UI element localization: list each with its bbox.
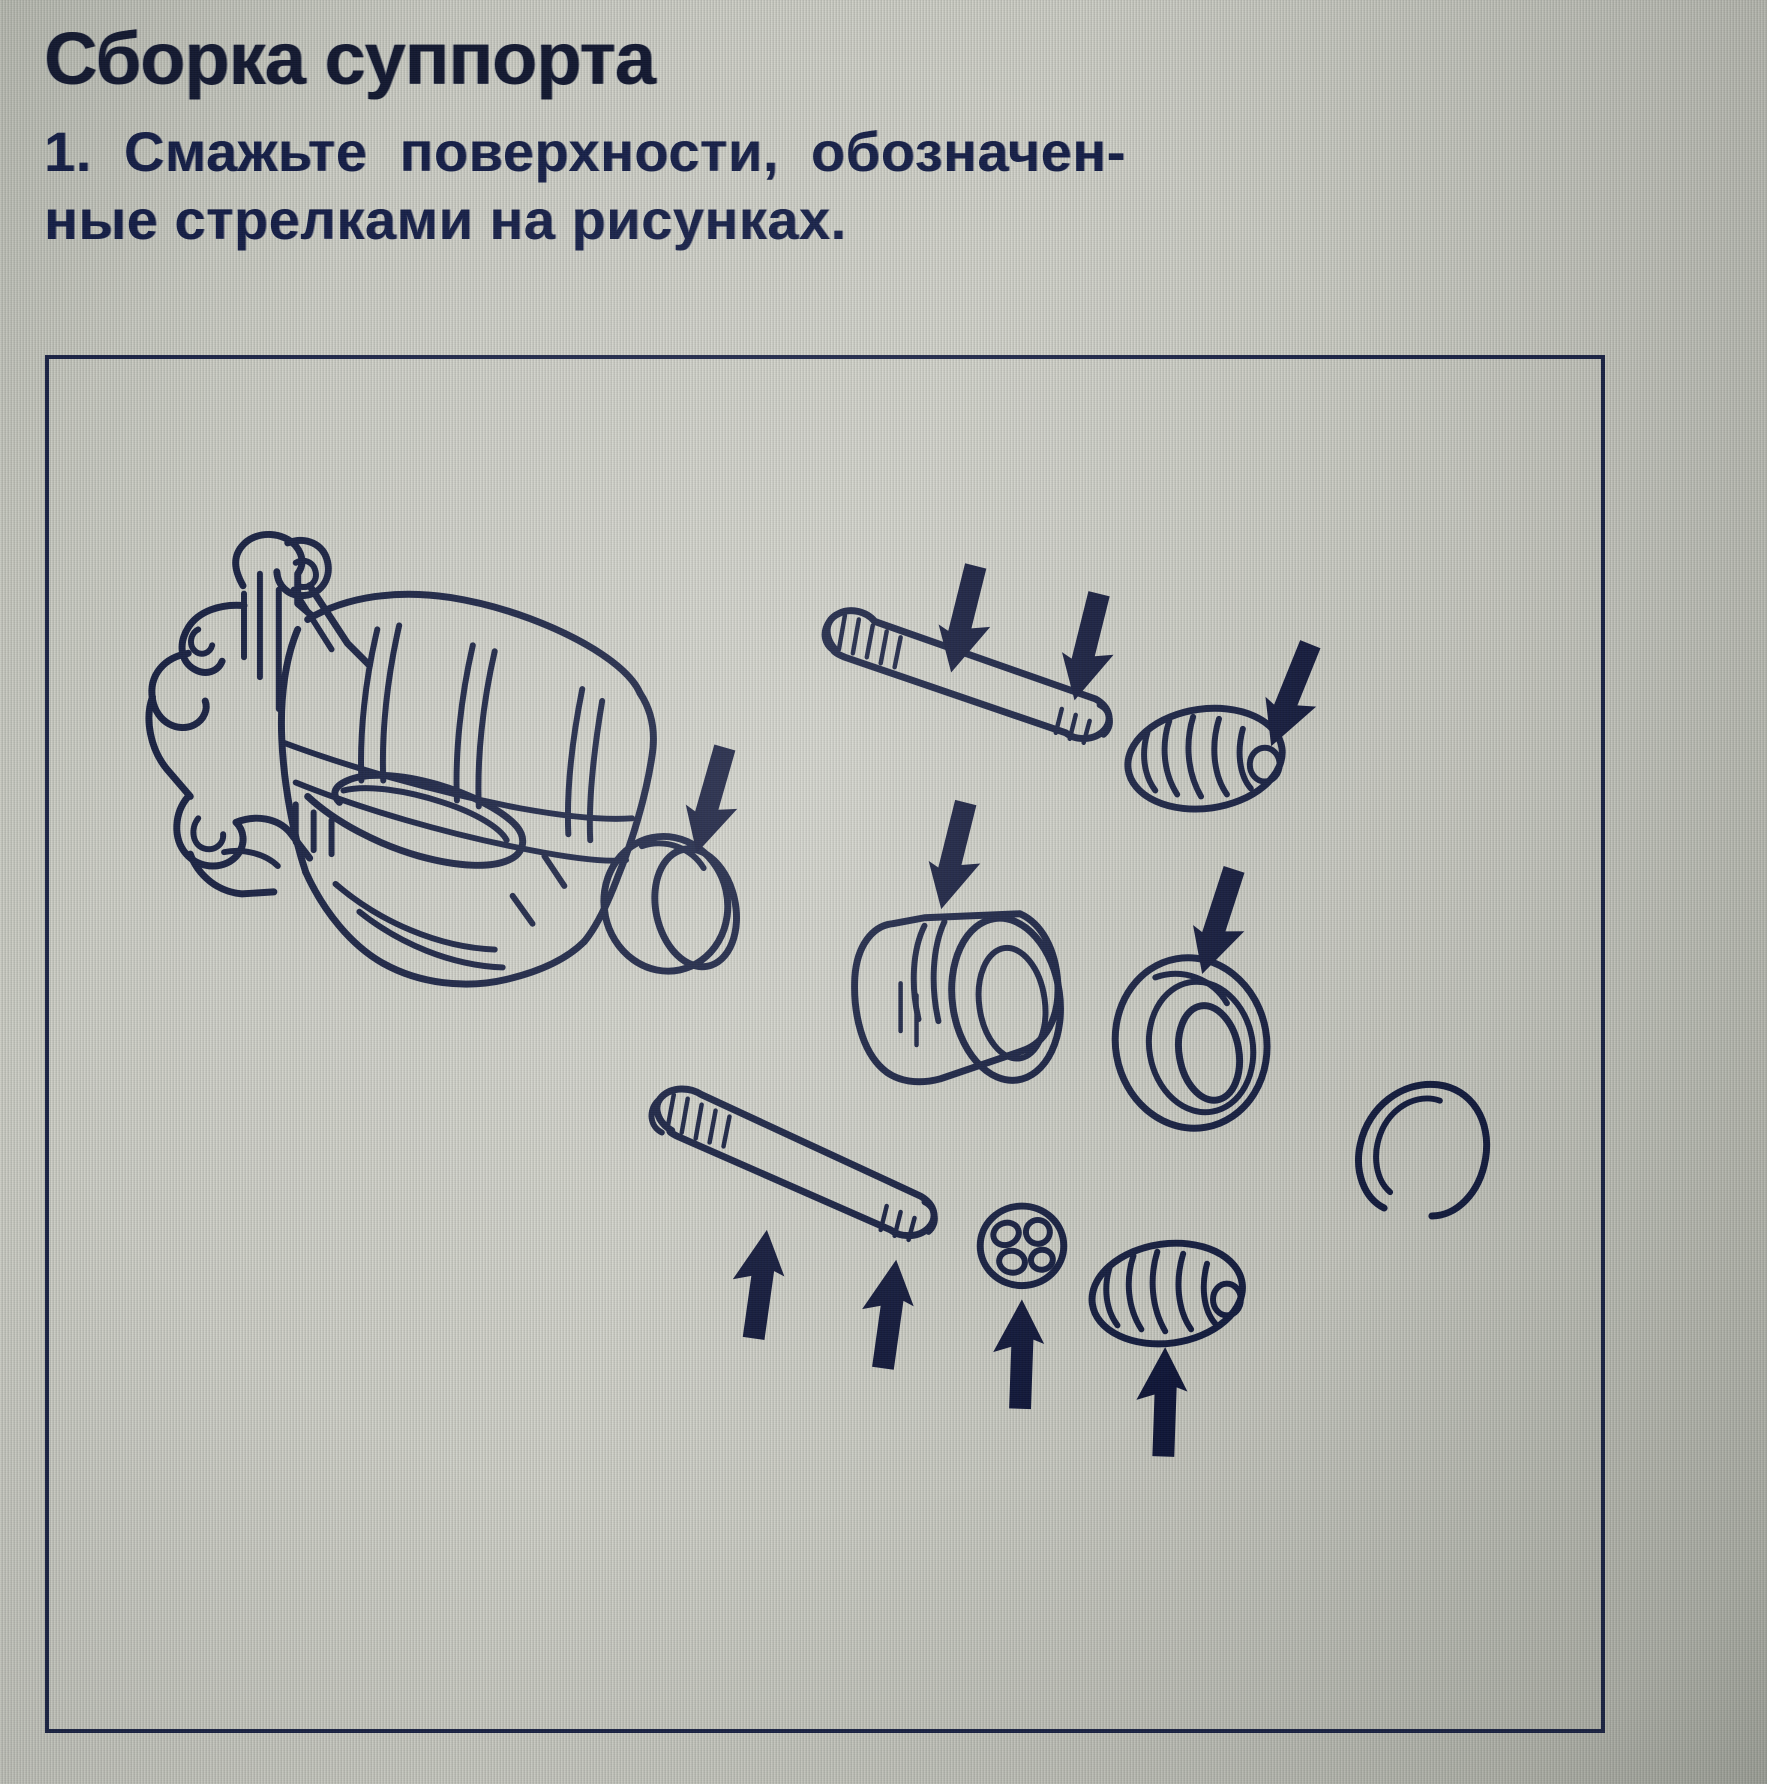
step-line-2: ные стрелками на рисунках.: [44, 188, 847, 252]
page-title: Сборка суппорта: [44, 17, 656, 100]
guide-pin-icon-lower: [648, 1085, 938, 1243]
bellows-boot-icon-upper: [1124, 704, 1286, 813]
arrow-up-guide-pin-lower-left: [725, 1226, 791, 1342]
arrow-up-guide-pin-lower-right: [854, 1255, 920, 1372]
figure-frame: [45, 355, 1605, 1733]
piston-icon: [851, 910, 1064, 1086]
guide-pin-icon-upper: [821, 607, 1113, 745]
caliper-assembly-diagram: [145, 530, 1491, 1458]
instruction-text-block: Сборка суппорта 1. Смажьте поверхности, …: [44, 22, 1544, 255]
bellows-boot-icon-lower: [1088, 1239, 1246, 1348]
arrow-down-bellows-boot-upper: [1249, 635, 1338, 757]
arrow-down-piston-main: [918, 797, 994, 916]
snap-ring-icon: [1355, 1080, 1491, 1220]
step-line-1: 1. Смажьте поверхности, обозначен-: [44, 120, 1126, 183]
caliper-icon: [145, 530, 657, 988]
dust-seal-icon: [1111, 954, 1271, 1132]
arrow-up-bushing: [991, 1298, 1046, 1410]
seal-ring-icon: [600, 832, 741, 975]
bushing-icon: [976, 1202, 1068, 1290]
arrow-up-bellows-boot-lower: [1134, 1346, 1189, 1458]
